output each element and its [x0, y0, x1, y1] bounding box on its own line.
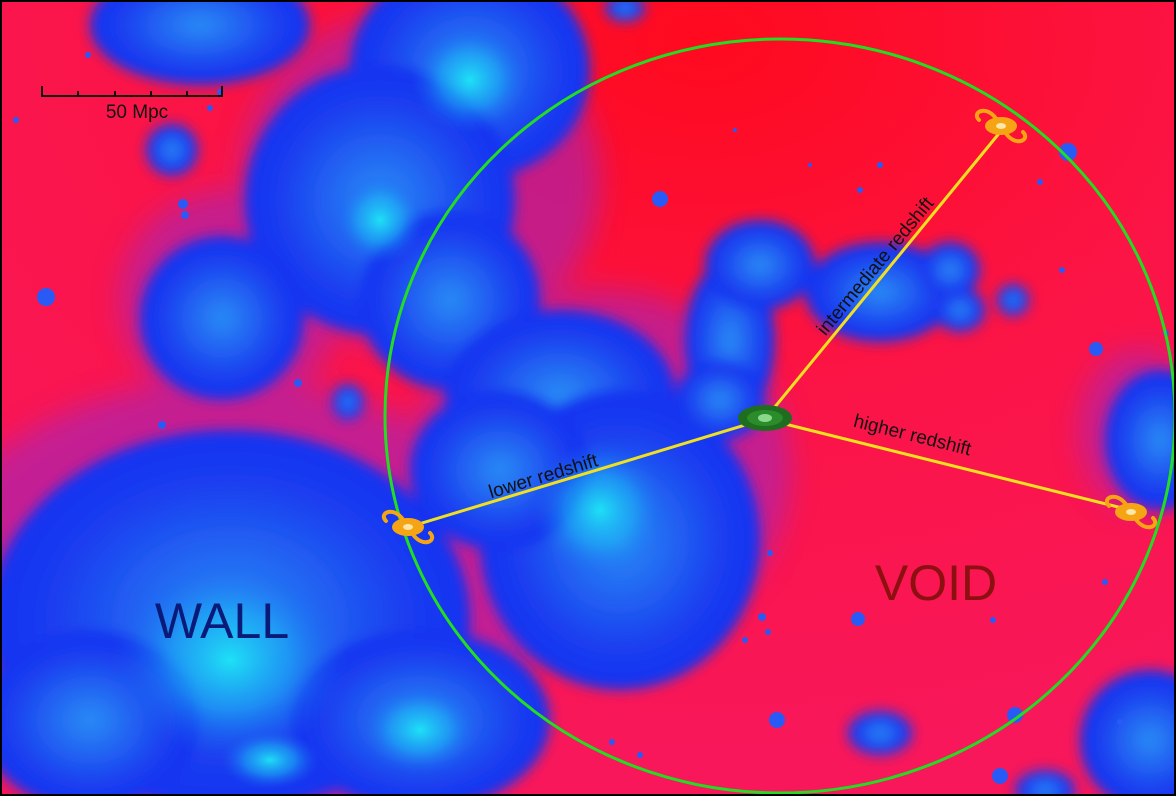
spiral-galaxy-icon	[975, 108, 1027, 144]
scale-bar-label: 50 Mpc	[106, 102, 168, 123]
wall-label: WALL	[155, 593, 289, 649]
sight-lines	[408, 130, 1127, 529]
higher-redshift-line	[764, 417, 1127, 511]
scale-bar	[41, 86, 223, 97]
spiral-galaxy-icon	[1105, 494, 1157, 530]
intermediate-redshift-line	[763, 130, 1003, 420]
wall-cores	[110, 25, 670, 790]
lower-redshift-line	[408, 417, 766, 529]
void-label: VOID	[875, 555, 997, 611]
spiral-galaxy-icon	[382, 509, 434, 545]
observer-galaxy-icon	[738, 405, 792, 431]
